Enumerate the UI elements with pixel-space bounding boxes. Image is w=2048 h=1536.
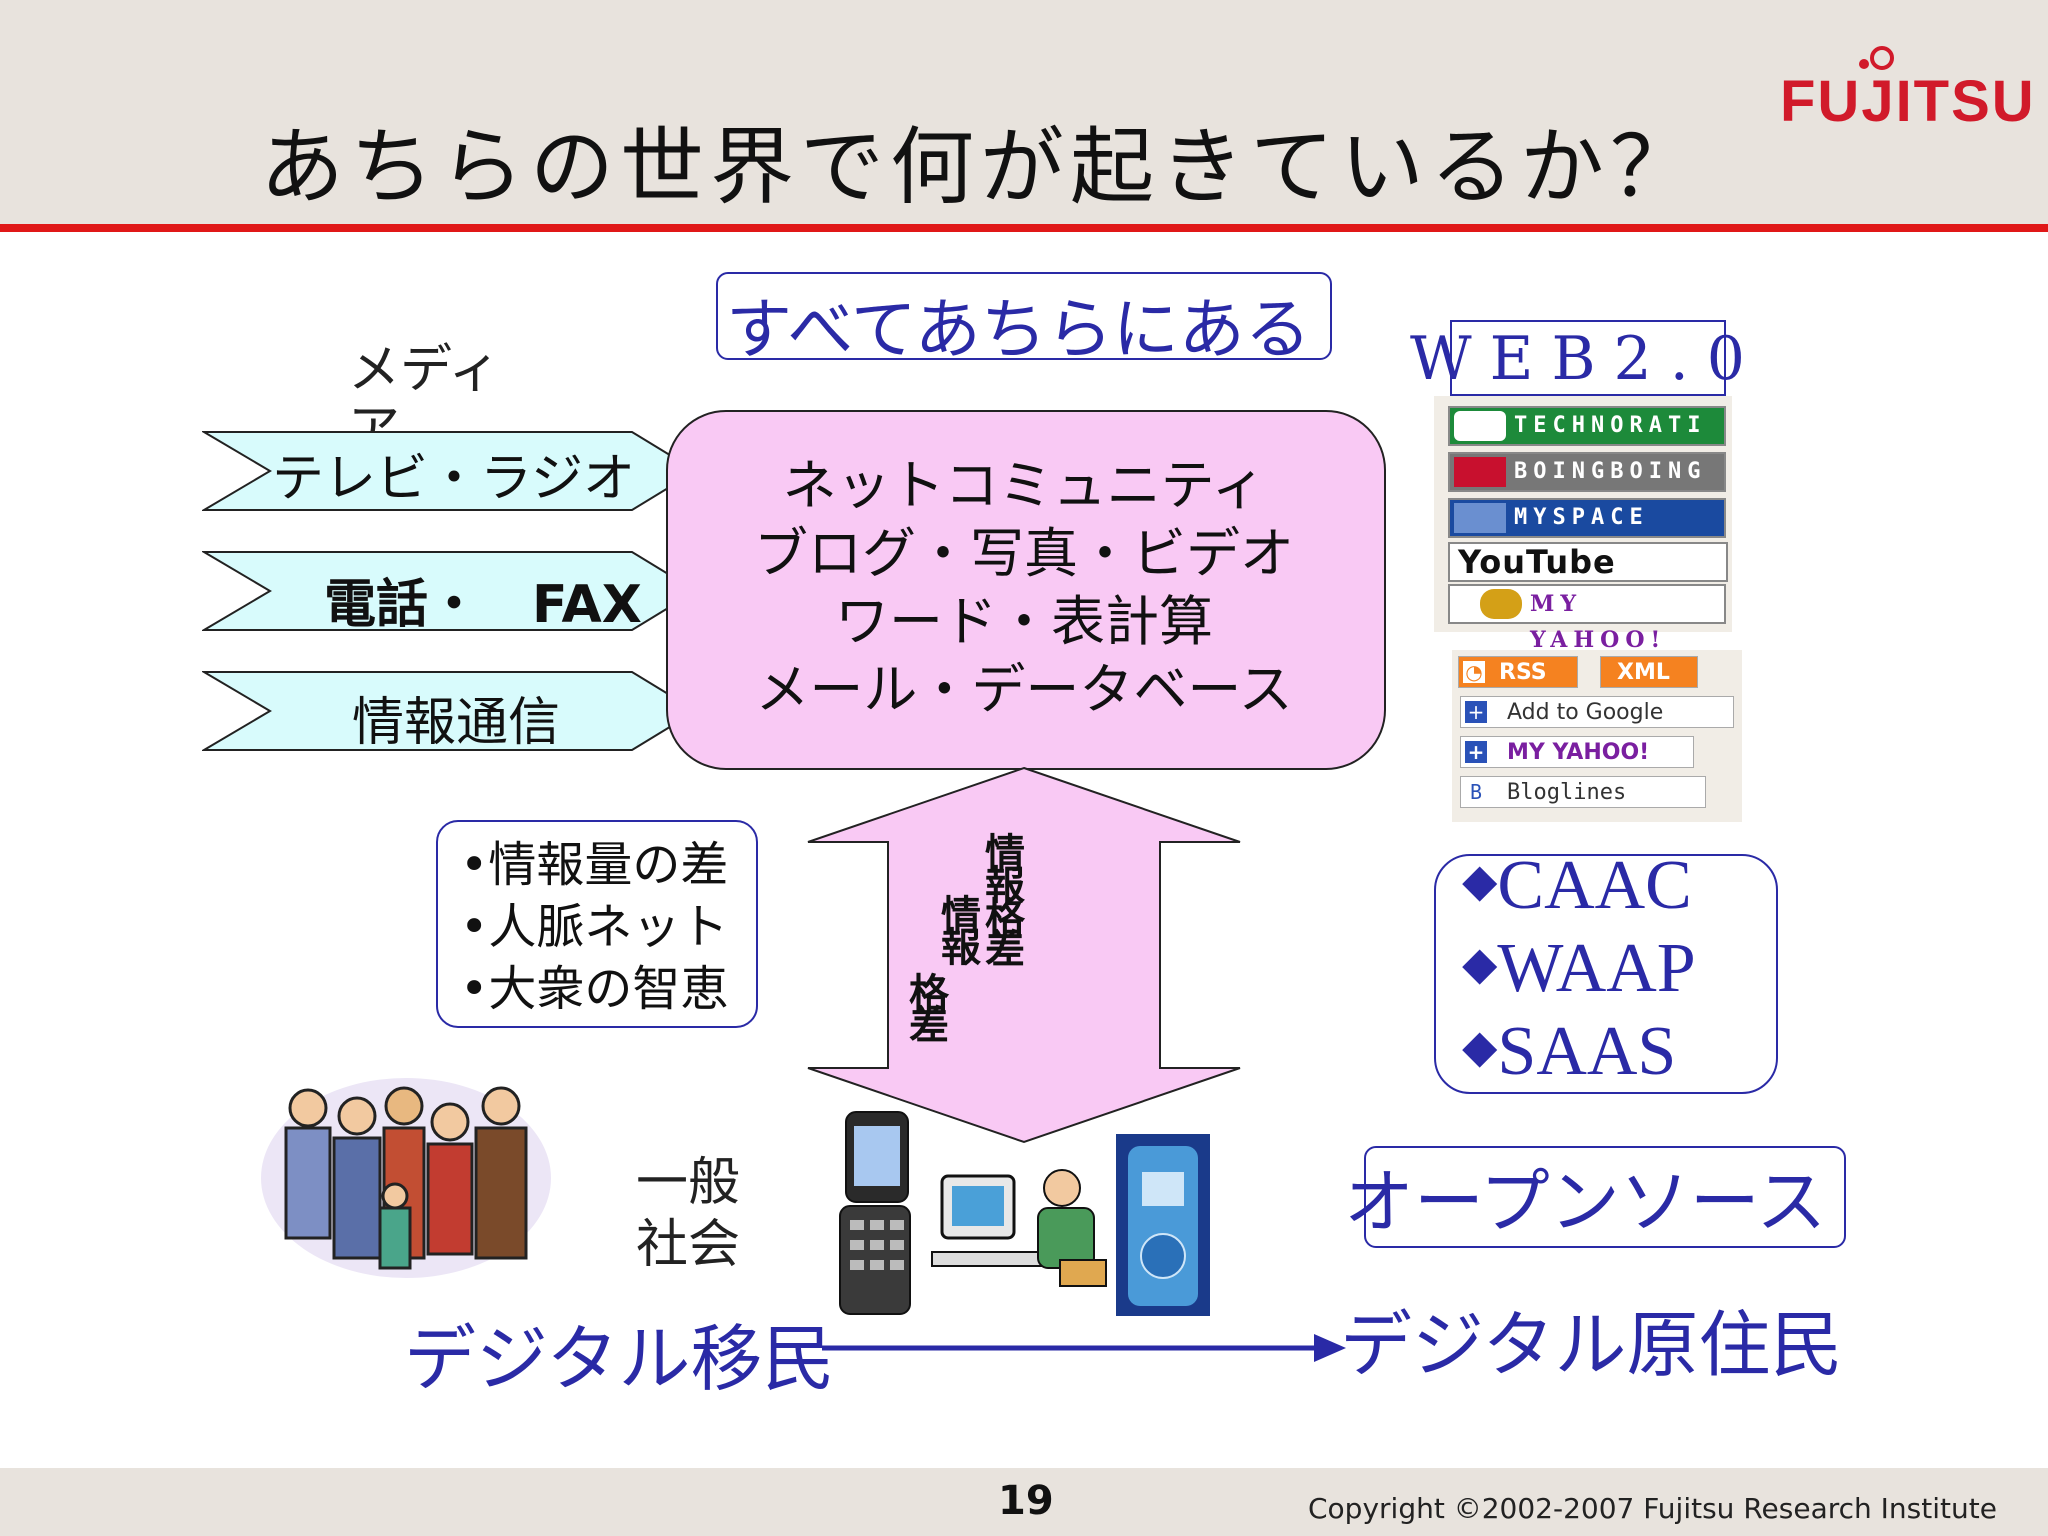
general-society-label: 一般 社会 [636, 1152, 740, 1276]
slide-title: あちらの世界で何が起きているか？ [260, 118, 1701, 216]
bloglines-button[interactable]: B Bloglines [1460, 776, 1706, 808]
youtube-badge: YouTube [1448, 542, 1728, 582]
web20-heading: WEB2.0 [1410, 324, 1763, 394]
page-number: 19 [998, 1478, 1054, 1524]
plus-icon: + [1465, 741, 1487, 763]
double-arrow [807, 766, 1241, 1144]
plus-icon: + [1465, 701, 1487, 723]
chevron-telecom [202, 671, 698, 751]
mobile-phone-illustration [839, 1111, 911, 1315]
button-label: Bloglines [1507, 780, 1627, 805]
caac-frame [1434, 854, 1778, 1094]
web20-frame [1450, 320, 1726, 396]
diamond-icon: ◆ [1462, 855, 1498, 906]
badge-label: MY YAHOO! [1530, 591, 1667, 653]
computer-user-illustration [931, 1169, 1107, 1287]
community-line: ブログ・写真・ビデオ [754, 522, 1294, 585]
all-there-frame [716, 272, 1332, 360]
info-points-list: •情報量の差 •人脈ネット •大衆の智恵 [460, 834, 728, 1020]
crowd-illustration [261, 1078, 551, 1278]
logo-swirl-icon [1859, 46, 1894, 70]
myyahoo-badge: MY YAHOO! [1448, 584, 1726, 653]
header-divider [0, 224, 2048, 232]
caac-item: ◆CAAC [1462, 842, 1696, 925]
button-label: Add to Google [1507, 700, 1664, 725]
caac-list: ◆CAAC ◆WAAP ◆SAAS [1462, 842, 1696, 1091]
caac-item: ◆WAAP [1462, 925, 1696, 1008]
button-label: XML [1617, 660, 1670, 685]
badge-label: BOINGBOING [1514, 459, 1707, 484]
logo-text: FUJITSU [1780, 69, 2036, 134]
technorati-badge: TECHNORATI [1448, 406, 1726, 446]
community-line: ワード・表計算 [835, 590, 1213, 653]
arrow-label-1: 情報格差 [978, 832, 1024, 960]
arrow-label-2: 情報 [934, 894, 980, 958]
add-to-google-button[interactable]: + Add to Google [1460, 696, 1734, 728]
fujitsu-logo: FUJITSU [1780, 40, 2034, 150]
community-line: ネットコミュニティ [782, 454, 1266, 517]
media-player-illustration [1116, 1134, 1210, 1316]
caac-label: SAAS [1497, 1013, 1677, 1090]
chevron-tv-radio [202, 431, 698, 511]
technorati-icon [1454, 411, 1506, 441]
diamond-icon: ◆ [1462, 1021, 1498, 1072]
open-source-label: オープンソース [1344, 1161, 1827, 1243]
open-source-frame [1364, 1146, 1846, 1248]
diamond-icon: ◆ [1462, 938, 1498, 989]
info-point: •大衆の智恵 [460, 961, 729, 1017]
info-points-frame [436, 820, 758, 1028]
net-community-text: ネットコミュニティ ブログ・写真・ビデオ ワード・表計算 メール・データベース [666, 452, 1382, 724]
media-item-phone-fax: 電話・ FAX [324, 575, 642, 635]
arrow-label-3: 格差 [902, 972, 948, 1036]
add-to-my-yahoo-button[interactable]: + MY YAHOO! [1460, 736, 1694, 768]
community-line: メール・データベース [755, 658, 1293, 721]
digital-native-label: デジタル原住民 [1340, 1303, 1843, 1387]
badge-label: YouTube [1458, 543, 1616, 581]
boingboing-badge: BOINGBOING [1448, 452, 1726, 492]
myyahoo-icon [1480, 589, 1522, 619]
slide-footer [0, 1468, 2048, 1536]
media-item-tv-radio: テレビ・ラジオ [272, 449, 635, 509]
myspace-badge: MYSPACE [1448, 498, 1726, 538]
all-there-heading: すべてあちらにある [726, 291, 1311, 368]
caac-item: ◆SAAS [1462, 1008, 1696, 1091]
general-society-line: 一般 [636, 1153, 741, 1213]
media-item-telecom: 情報通信 [352, 693, 561, 753]
badge-label: MYSPACE [1514, 505, 1649, 530]
button-label: MY YAHOO! [1507, 740, 1650, 765]
transition-arrow [822, 1334, 1346, 1362]
badge-label: TECHNORATI [1514, 413, 1707, 438]
rss-icon: ◔ [1463, 661, 1485, 683]
caac-label: WAAP [1497, 930, 1696, 1007]
caac-label: CAAC [1497, 847, 1692, 924]
myspace-icon [1454, 503, 1506, 533]
copyright-text: Copyright ©2002-2007 Fujitsu Research In… [1308, 1492, 1997, 1525]
rss-button[interactable]: ◔ RSS [1458, 656, 1578, 688]
xml-button[interactable]: XML [1600, 656, 1698, 688]
boingboing-icon [1454, 457, 1506, 487]
slide-header [0, 0, 2048, 224]
button-label: RSS [1499, 660, 1547, 685]
digital-immigrant-label: デジタル移民 [404, 1317, 835, 1401]
net-community-box [666, 410, 1386, 770]
bloglines-icon: B [1465, 781, 1487, 803]
chevron-phone-fax [202, 551, 698, 631]
info-point: •情報量の差 [460, 837, 729, 893]
info-point: •人脈ネット [460, 899, 729, 955]
general-society-line: 社会 [636, 1215, 741, 1275]
